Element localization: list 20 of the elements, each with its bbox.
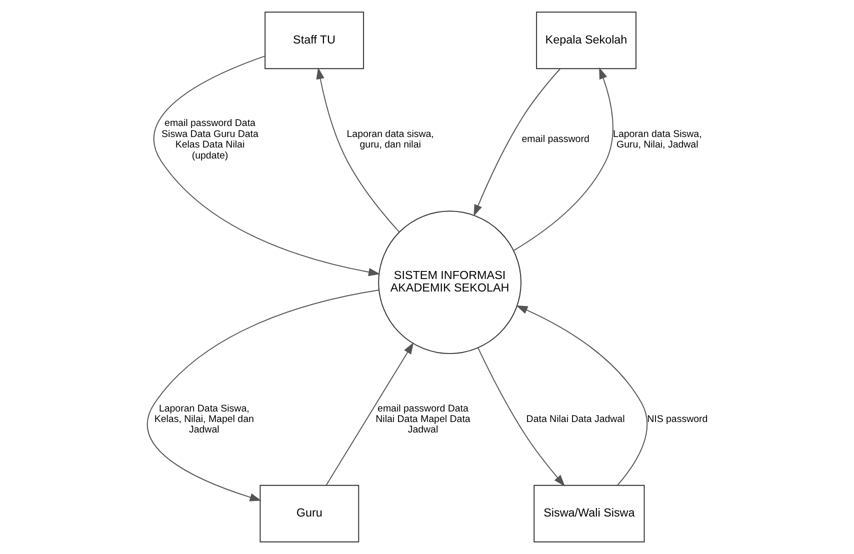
node-box: Guru bbox=[259, 484, 359, 542]
edge-label: email password Data Siswa Data Guru Data Kelas Data Nilai (update) bbox=[161, 118, 258, 162]
node-box: Staff TU bbox=[264, 12, 364, 70]
edge-label: Laporan data siswa, guru, dan nilai bbox=[346, 128, 434, 151]
edge-label: NIS password bbox=[646, 414, 708, 426]
node-box: Kepala Sekolah bbox=[536, 12, 636, 70]
arrow bbox=[515, 305, 648, 486]
edge-label: email password bbox=[521, 134, 589, 146]
edge-label: Laporan data Siswa, Guru, Nilai, Jadwal bbox=[612, 128, 702, 151]
arrow bbox=[473, 68, 560, 216]
arrow bbox=[513, 67, 613, 251]
arrow bbox=[146, 290, 378, 502]
edge-label: Laporan Data Siswa, Kelas, Nilai, Mapel dan Jadwal bbox=[154, 403, 254, 436]
arrow bbox=[152, 56, 380, 276]
arrow bbox=[477, 348, 565, 486]
node-box: Siswa/Wali Siswa bbox=[533, 484, 644, 542]
edge-label: email password Data Nilai Data Mapel Data Jadwal bbox=[375, 403, 470, 436]
arrow bbox=[325, 342, 414, 486]
arrow bbox=[316, 67, 400, 232]
edge-label: Data Nilai Data Jadwal bbox=[526, 414, 624, 426]
